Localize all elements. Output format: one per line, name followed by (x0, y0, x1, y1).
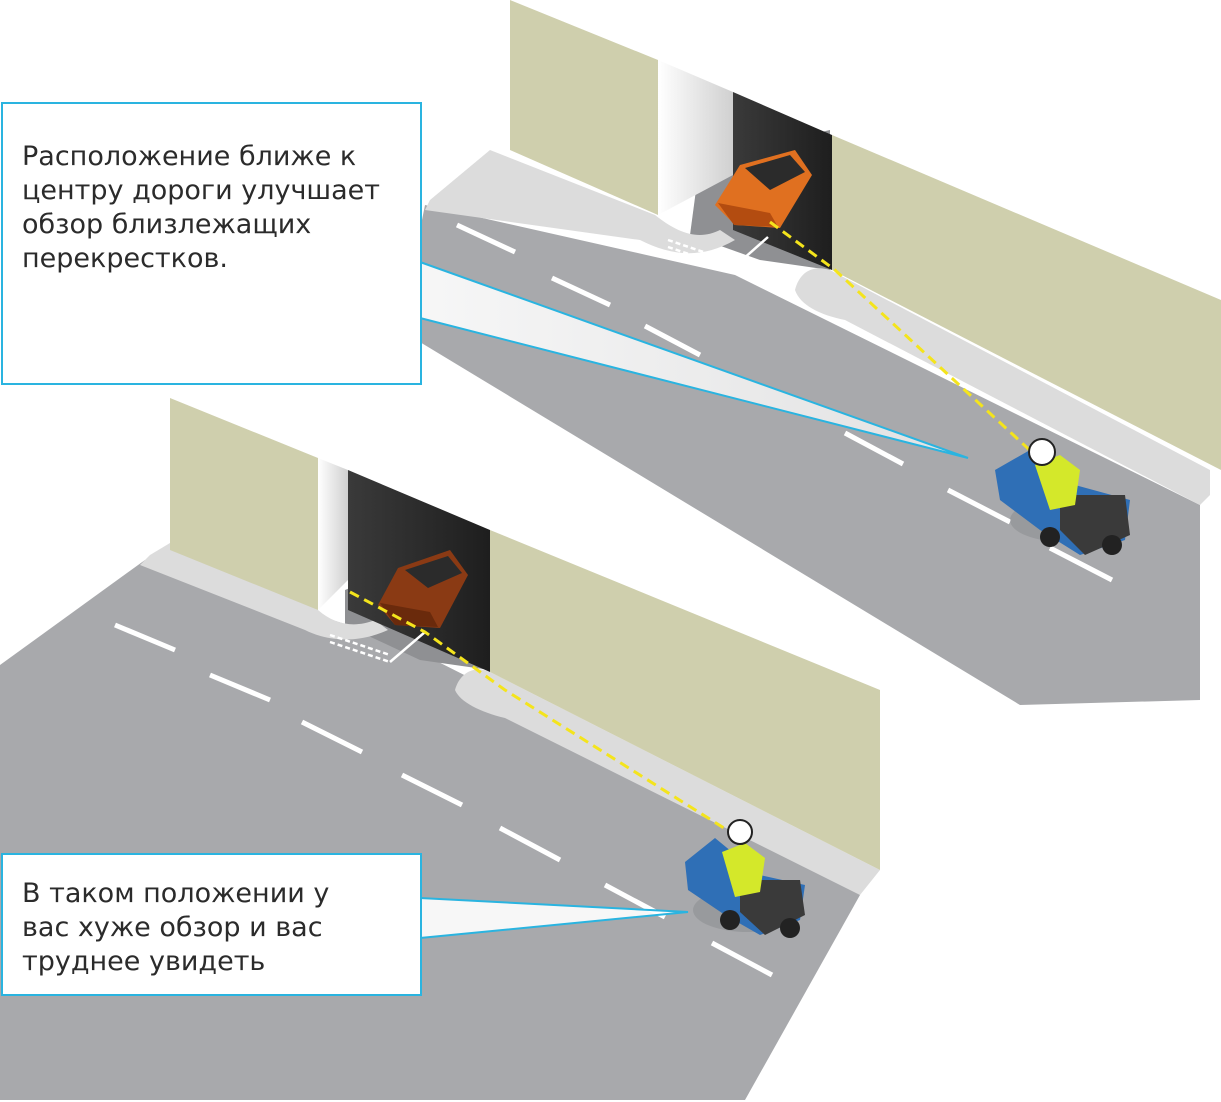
bottom-motorcycle-rider (685, 819, 805, 938)
callout-box-bad-position: В таком положении у вас хуже обзор и вас… (1, 853, 422, 996)
top-building-left-end (658, 60, 733, 215)
bottom-car (378, 550, 468, 628)
top-lane-markings (455, 222, 1114, 583)
top-sidewalk-left (425, 150, 735, 254)
bottom-building-left-front (170, 398, 318, 610)
bottom-lane-markings (114, 622, 774, 978)
top-motorcycle-rider (995, 438, 1130, 555)
bottom-sightline (349, 590, 736, 837)
bottom-building-right (490, 530, 880, 870)
top-give-way-lines (667, 238, 734, 271)
top-sightline (769, 220, 1037, 457)
callout-text-good-position: Расположение ближе к центру дороги улучш… (22, 141, 380, 274)
top-scene (400, 0, 1221, 705)
top-car (715, 150, 812, 228)
bottom-give-way-lines (329, 633, 391, 664)
callout-box-good-position: Расположение ближе к центру дороги улучш… (1, 102, 422, 385)
bottom-callout-pointer (420, 898, 688, 938)
bottom-sidewalk-right (455, 669, 880, 895)
top-building-left-front (510, 0, 658, 215)
callout-text-bad-position: В таком положении у вас хуже обзор и вас… (22, 878, 330, 977)
bottom-sidewalk-left (140, 540, 388, 640)
top-building-right (832, 135, 1221, 470)
bottom-building-left-end (318, 458, 348, 610)
